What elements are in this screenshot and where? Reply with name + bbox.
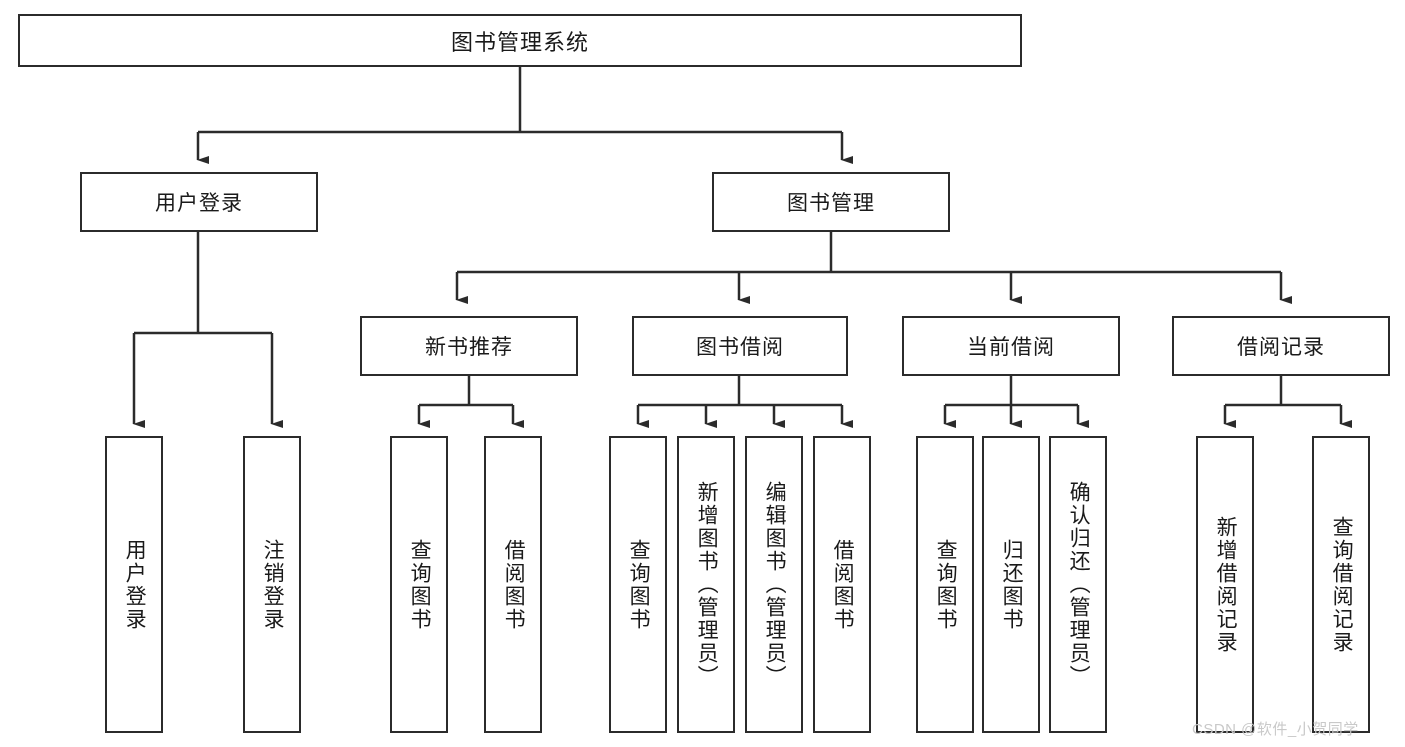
leaf-label: 编辑图书（管理员） — [763, 481, 787, 688]
leaf-user-login-signout[interactable]: 注销登录 — [243, 436, 301, 733]
leaf-borrow-borrow-book[interactable]: 借阅图书 — [813, 436, 871, 733]
leaf-records-add-record[interactable]: 新增借阅记录 — [1196, 436, 1254, 733]
node-user-login[interactable]: 用户登录 — [80, 172, 318, 232]
node-new-book-recommend[interactable]: 新书推荐 — [360, 316, 578, 376]
leaf-borrow-edit-book-admin[interactable]: 编辑图书（管理员） — [745, 436, 803, 733]
csdn-watermark: CSDN @软件_小贺同学 — [1192, 721, 1359, 738]
node-book-management[interactable]: 图书管理 — [712, 172, 950, 232]
leaf-label: 查询图书 — [934, 538, 958, 631]
node-current-borrow-label: 当前借阅 — [967, 336, 1055, 359]
leaf-current-return-book[interactable]: 归还图书 — [982, 436, 1040, 733]
leaf-label: 查询借阅记录 — [1330, 515, 1354, 654]
leaf-label: 借阅图书 — [502, 538, 526, 631]
node-new-book-recommend-label: 新书推荐 — [425, 336, 513, 359]
leaf-label: 新增图书（管理员） — [695, 481, 719, 688]
node-borrow-records[interactable]: 借阅记录 — [1172, 316, 1390, 376]
leaf-borrow-add-book-admin[interactable]: 新增图书（管理员） — [677, 436, 735, 733]
leaf-current-query-book[interactable]: 查询图书 — [916, 436, 974, 733]
leaf-user-login-signin[interactable]: 用户登录 — [105, 436, 163, 733]
node-current-borrow[interactable]: 当前借阅 — [902, 316, 1120, 376]
node-book-borrow-label: 图书借阅 — [696, 336, 784, 359]
node-book-management-label: 图书管理 — [787, 192, 875, 215]
node-root-label: 图书管理系统 — [450, 29, 589, 55]
node-borrow-records-label: 借阅记录 — [1237, 336, 1325, 359]
leaf-recommend-borrow-book[interactable]: 借阅图书 — [484, 436, 542, 733]
leaf-label: 查询图书 — [408, 538, 432, 631]
leaf-records-query-record[interactable]: 查询借阅记录 — [1312, 436, 1370, 733]
leaf-label: 用户登录 — [123, 538, 147, 631]
leaf-borrow-query-book[interactable]: 查询图书 — [609, 436, 667, 733]
leaf-label: 注销登录 — [261, 538, 285, 631]
node-user-login-label: 用户登录 — [155, 192, 243, 215]
leaf-label: 借阅图书 — [831, 538, 855, 631]
leaf-current-confirm-return-admin[interactable]: 确认归还（管理员） — [1049, 436, 1107, 733]
leaf-label: 确认归还（管理员） — [1067, 481, 1091, 688]
node-root[interactable]: 图书管理系统 — [18, 14, 1022, 67]
node-book-borrow[interactable]: 图书借阅 — [632, 316, 848, 376]
leaf-label: 归还图书 — [1000, 538, 1024, 631]
leaf-label: 查询图书 — [627, 538, 651, 631]
leaf-label: 新增借阅记录 — [1214, 515, 1238, 654]
leaf-recommend-query-book[interactable]: 查询图书 — [390, 436, 448, 733]
